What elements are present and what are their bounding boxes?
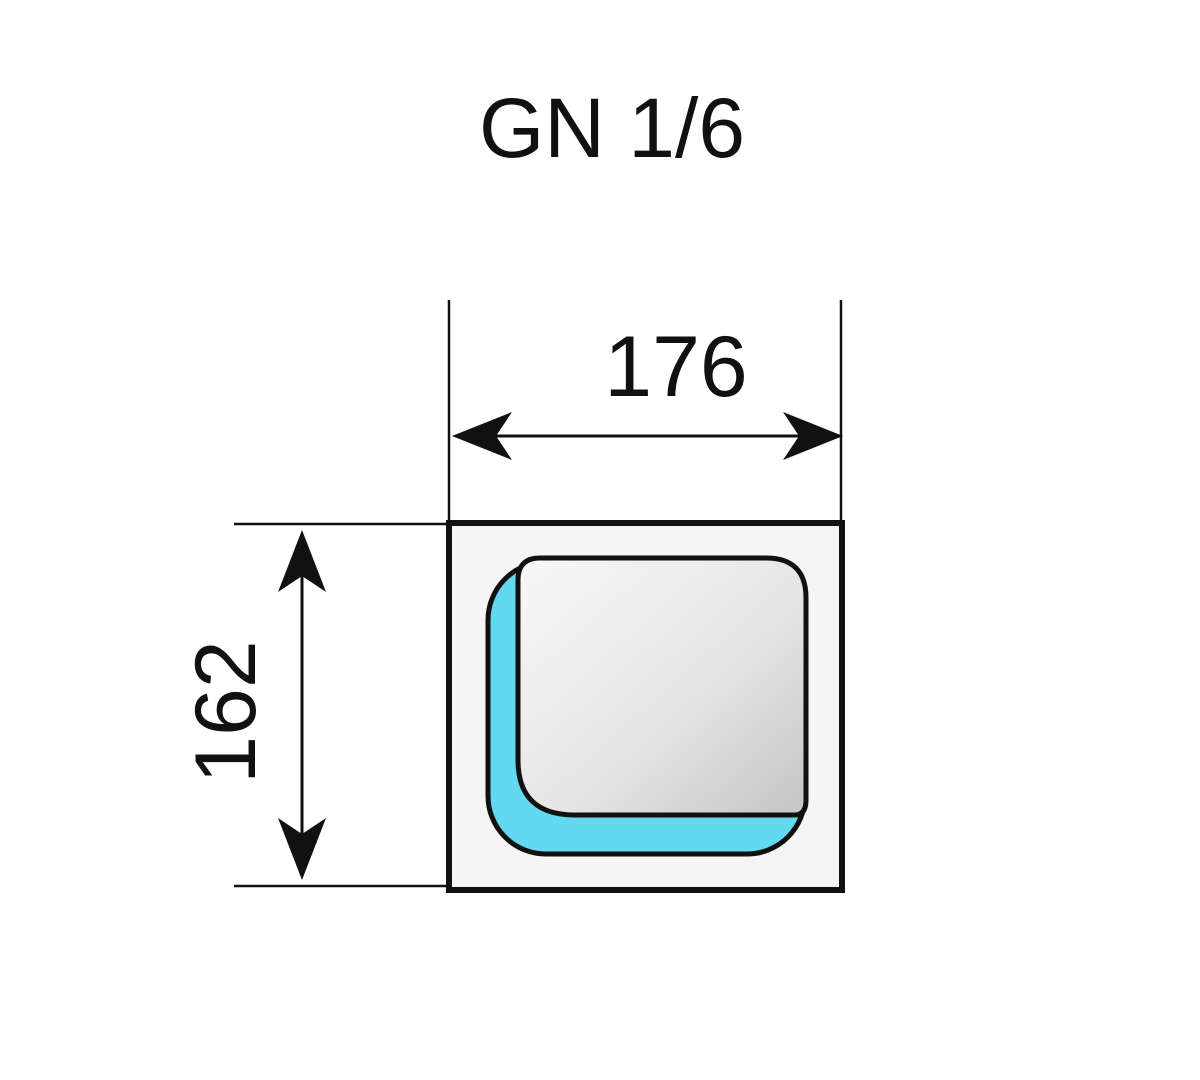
height-dimension-label: 162 (178, 640, 274, 784)
height-dimension-arrow (278, 530, 326, 880)
pan-inner-surface (515, 555, 809, 818)
width-dimension-label: 176 (604, 319, 748, 415)
diagram-title: GN 1/6 (479, 81, 745, 175)
width-dimension-arrow (452, 412, 843, 460)
